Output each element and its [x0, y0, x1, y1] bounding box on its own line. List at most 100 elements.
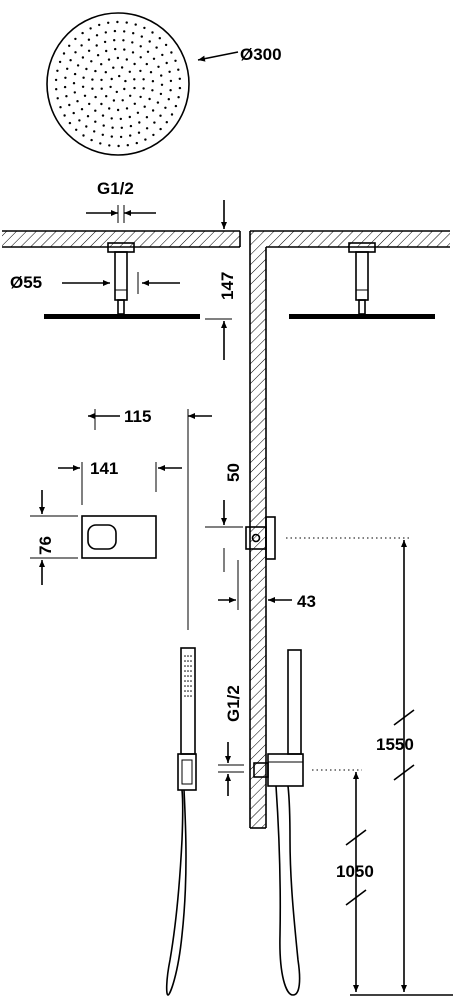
valve-width-dimension: 141	[58, 459, 182, 505]
handshower-hose	[165, 789, 187, 996]
nozzle-dot	[110, 135, 114, 138]
nozzle-dot	[133, 102, 136, 106]
arm-thread-label: G1/2	[97, 179, 134, 198]
nozzle-dot	[114, 47, 117, 51]
nozzle-dot	[143, 26, 146, 30]
nozzle-dot	[125, 107, 129, 110]
nozzle-dot	[99, 142, 102, 145]
nozzle-dot	[178, 86, 182, 90]
nozzle-dot	[133, 86, 136, 90]
nozzle-dot	[80, 108, 84, 111]
nozzle-dot	[74, 37, 77, 41]
nozzle-dot	[140, 35, 143, 38]
shower-arm-installed	[289, 242, 435, 319]
nozzle-dot	[68, 103, 71, 107]
spray-dot	[187, 680, 189, 682]
nozzle-dot	[55, 88, 58, 91]
valve-height-label: 76	[36, 536, 55, 555]
nozzle-dot	[103, 40, 107, 44]
nozzle-dot	[148, 40, 151, 43]
spray-dot	[184, 675, 186, 677]
nozzle-dot	[120, 126, 124, 129]
nozzle-dot	[116, 56, 120, 60]
nozzle-dot	[136, 111, 140, 115]
nozzle-dot	[123, 48, 126, 51]
spray-dot	[184, 695, 186, 697]
spray-dot	[184, 655, 186, 657]
nozzle-dot	[157, 65, 160, 69]
spray-dot	[190, 685, 192, 687]
nozzle-dot	[129, 124, 133, 128]
nozzle-dot	[95, 44, 98, 47]
nozzle-dot	[63, 114, 66, 117]
nozzle-dot	[112, 99, 116, 102]
spray-dot	[187, 670, 189, 672]
nozzle-dot	[169, 89, 172, 92]
wall-section	[249, 230, 450, 829]
nozzle-dot	[72, 111, 75, 115]
nozzle-dot	[123, 30, 126, 33]
nozzle-dot	[66, 67, 69, 71]
nozzle-dot	[122, 39, 125, 42]
nozzle-dot	[116, 108, 120, 112]
nozzle-dot	[68, 121, 72, 125]
nozzle-dot	[83, 94, 87, 98]
nozzle-dot	[152, 133, 155, 137]
valve-side-view	[245, 516, 276, 560]
nozzle-dot	[129, 94, 132, 98]
nozzle-dot	[170, 113, 174, 116]
outlet-thread-label: G1/2	[224, 685, 243, 722]
nozzle-dot	[152, 57, 156, 60]
nozzle-dot	[90, 60, 93, 63]
nozzle-dot	[113, 29, 117, 33]
nozzle-dot	[88, 102, 91, 106]
nozzle-dot	[104, 31, 108, 34]
spray-dot	[184, 685, 186, 687]
spray-dot	[187, 655, 189, 657]
nozzle-dot	[82, 76, 85, 79]
nozzle-dot	[94, 109, 97, 112]
nozzle-dot	[119, 117, 123, 121]
nozzle-dot	[68, 44, 71, 47]
nozzle-dot	[91, 87, 94, 90]
nozzle-dot	[137, 131, 141, 134]
nozzle-dot	[148, 97, 151, 101]
nozzle-dot	[73, 72, 77, 76]
nozzle-dot	[104, 71, 108, 74]
nozzle-dot	[63, 85, 67, 89]
nozzle-dot	[159, 114, 162, 117]
nozzle-dot	[131, 41, 134, 44]
nozzle-dot	[126, 144, 129, 147]
nozzle-dot	[119, 135, 123, 139]
nozzle-dot	[107, 21, 110, 24]
nozzle-dot	[160, 83, 164, 87]
spray-dot	[190, 695, 192, 697]
spray-dot	[184, 690, 186, 692]
shower-head-top-view	[46, 12, 190, 156]
nozzle-dot	[170, 51, 173, 54]
nozzle-dot	[165, 121, 168, 124]
nozzle-dot	[139, 45, 142, 48]
arm-length-label: 147	[218, 272, 237, 300]
nozzle-dot	[72, 82, 76, 85]
nozzle-dot	[100, 102, 103, 106]
nozzle-dot	[133, 62, 136, 66]
valve-knob-icon	[87, 524, 117, 550]
nozzle-dot	[107, 58, 111, 61]
nozzle-dot	[113, 39, 116, 42]
nozzle-dot	[54, 78, 58, 82]
nozzle-dot	[143, 105, 146, 108]
shower-head-diameter-callout: Ø300	[197, 45, 282, 64]
nozzle-dot	[156, 101, 160, 104]
nozzle-dot	[78, 119, 81, 122]
nozzle-dot	[151, 80, 155, 83]
spray-dot	[184, 665, 186, 667]
nozzle-dot	[81, 85, 85, 89]
nozzle-dot	[105, 95, 108, 98]
nozzle-dot	[151, 109, 155, 112]
nozzle-dot	[69, 59, 72, 62]
nozzle-dot	[132, 32, 135, 35]
nozzle-dot	[177, 96, 180, 99]
nozzle-dot	[101, 114, 105, 117]
nozzle-dot	[93, 130, 96, 133]
